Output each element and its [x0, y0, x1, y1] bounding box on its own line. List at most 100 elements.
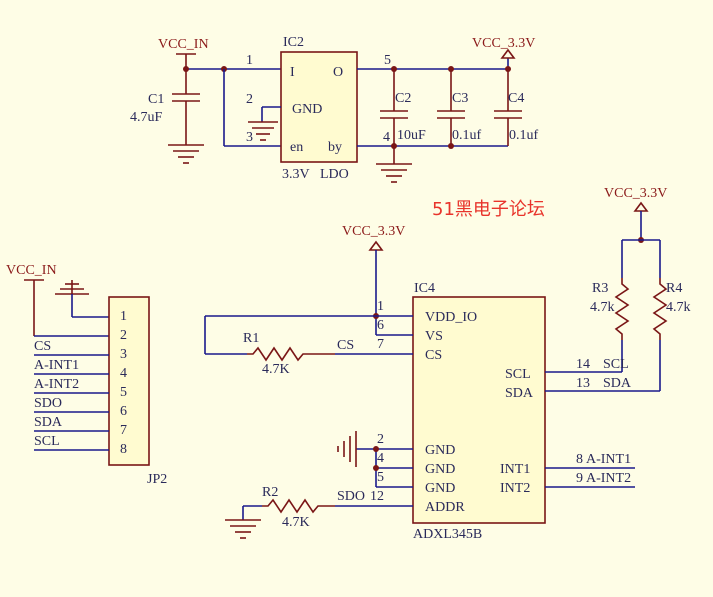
ic4-pin-name: VS — [425, 329, 443, 344]
ground-symbol-ic4 — [337, 431, 357, 467]
resistor-r2 — [262, 498, 335, 514]
jp2-section: VCC_IN JP2 1 2 3 4 5 6 7 8 CS A-INT1 A-I… — [6, 263, 167, 487]
net-label-vcc33-ldo: VCC_3.3V — [472, 36, 535, 51]
ic4-pin-num: 2 — [377, 432, 384, 447]
ic2-body — [280, 51, 358, 163]
ic4-ref: IC4 — [414, 281, 435, 296]
junction-dot — [373, 446, 379, 452]
ground-symbol-c1 — [168, 144, 204, 164]
jp2-pin-num: 2 — [120, 328, 127, 343]
ic4-part: ADXL345B — [413, 527, 482, 542]
resistor-r4-value: 4.7k — [666, 300, 691, 315]
ic2-ref: IC2 — [283, 35, 304, 50]
ic4-pin-num: 12 — [370, 489, 384, 504]
ic2-pin-o: O — [333, 65, 343, 80]
jp2-net-label: SCL — [34, 434, 60, 449]
ic2-pin-num-3: 3 — [246, 130, 253, 145]
ic4-section: VCC_3.3V IC4 ADXL345B 1 6 7 VDD_IO VS CS… — [204, 224, 660, 542]
ground-symbol-jp2 — [55, 280, 89, 295]
resistor-r3 — [614, 278, 630, 340]
ic2-pin-en: en — [290, 140, 303, 155]
net-label-scl: SCL — [603, 357, 629, 372]
cap-c4-value: 0.1uf — [509, 128, 539, 143]
ground-symbol-c2 — [376, 163, 412, 183]
ic2-pin-gnd: GND — [292, 102, 322, 117]
jp2-pin-num: 7 — [120, 423, 127, 438]
ldo-section: VCC_IN C1 4.7uF IC2 I O GND en by 3.3V L — [130, 35, 539, 183]
ic4-pin-num: 9 — [576, 471, 583, 486]
resistor-r1 — [247, 346, 335, 362]
jp2-pin-num: 4 — [120, 366, 127, 381]
jp2-net-label: SDA — [34, 415, 63, 430]
resistor-r3-value: 4.7k — [590, 300, 615, 315]
ic4-pin-name: INT2 — [500, 481, 530, 496]
ic2-pin-num-1: 1 — [246, 53, 253, 68]
resistor-r3-ref: R3 — [592, 281, 608, 296]
jp2-ref: JP2 — [147, 472, 167, 487]
ic4-pin-num: 5 — [377, 470, 384, 485]
ic4-body — [412, 296, 546, 524]
resistor-r4 — [652, 278, 668, 340]
ic4-pin-name: VDD_IO — [425, 310, 477, 325]
ic4-pin-name: GND — [425, 481, 455, 496]
resistor-r2-value: 4.7K — [282, 515, 310, 530]
cap-c3-ref: C3 — [452, 91, 468, 106]
cap-c4-ref: C4 — [508, 91, 524, 106]
ic4-pin-name: GND — [425, 462, 455, 477]
power-port-arrow — [633, 201, 649, 212]
cap-c1-ref: C1 — [148, 92, 164, 107]
ic4-pin-name: CS — [425, 348, 442, 363]
net-label-cs: CS — [337, 338, 354, 353]
jp2-pin-num: 5 — [120, 385, 127, 400]
cap-c2-ref: C2 — [395, 91, 411, 106]
ic2-value-a: 3.3V — [282, 167, 310, 182]
jp2-net-label: A-INT2 — [34, 377, 79, 392]
ic4-pin-num: 1 — [377, 299, 384, 314]
power-port-arrow — [368, 240, 384, 251]
jp2-pin-num: 8 — [120, 442, 127, 457]
ic4-pin-num: 13 — [576, 376, 590, 391]
cap-c2-value: 10uF — [397, 128, 426, 143]
ic4-pin-name: GND — [425, 443, 455, 458]
net-label-sda: SDA — [603, 376, 632, 391]
resistor-r1-value: 4.7K — [262, 362, 290, 377]
watermark-text: 51黑电子论坛 — [432, 199, 545, 220]
net-label-vcc-in-jp2: VCC_IN — [6, 263, 57, 278]
jp2-pin-num: 6 — [120, 404, 127, 419]
ic4-pin-num: 8 — [576, 452, 583, 467]
ic4-pin-name: SDA — [505, 386, 534, 401]
net-label-sdo: SDO — [337, 489, 365, 504]
resistor-r1-ref: R1 — [243, 331, 259, 346]
ic4-pin-name: INT1 — [500, 462, 530, 477]
junction-dot — [373, 465, 379, 471]
ic4-pin-num: 7 — [377, 337, 384, 352]
net-label-vcc33-pullups: VCC_3.3V — [604, 186, 667, 201]
ic4-pin-num: 14 — [576, 357, 590, 372]
jp2-pin-num: 3 — [120, 347, 127, 362]
ic4-pin-name: ADDR — [425, 500, 465, 515]
power-port-arrow — [500, 48, 516, 59]
pullup-section: VCC_3.3V R3 4.7k R4 4.7k — [590, 186, 691, 391]
jp2-net-label: CS — [34, 339, 51, 354]
ic4-pin-num: 6 — [377, 318, 384, 333]
jp2-net-label: SDO — [34, 396, 62, 411]
ic4-pin-num: 4 — [377, 451, 384, 466]
jp2-pin-num: 1 — [120, 309, 127, 324]
cap-c3-value: 0.1uf — [452, 128, 482, 143]
net-label-vcc-in-top: VCC_IN — [158, 37, 209, 52]
ic2-pin-num-4: 4 — [383, 130, 390, 145]
jp2-body — [108, 296, 150, 466]
net-label-a-int2: A-INT2 — [586, 471, 631, 486]
cap-c1-value: 4.7uF — [130, 110, 163, 125]
ic2-pin-num-5: 5 — [384, 53, 391, 68]
ic2-pin-by: by — [328, 140, 342, 155]
ic2-pin-i: I — [290, 65, 295, 80]
ic2-value-b: LDO — [320, 167, 349, 182]
resistor-r4-ref: R4 — [666, 281, 682, 296]
ic2-pin-num-2: 2 — [246, 92, 253, 107]
ground-symbol-r2 — [225, 519, 261, 539]
ic4-pin-name: SCL — [505, 367, 531, 382]
jp2-net-label: A-INT1 — [34, 358, 79, 373]
ground-symbol-ic2 — [248, 121, 278, 141]
